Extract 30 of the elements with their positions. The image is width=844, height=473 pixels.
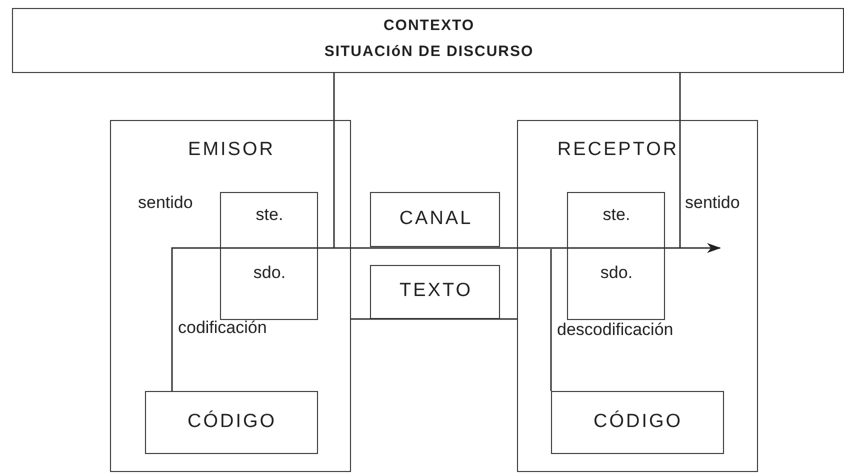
context-heading: CONTEXTO: [382, 17, 476, 34]
sender-box: [110, 120, 351, 472]
code-text: CÓDIGO: [186, 410, 278, 432]
code-text: CÓDIGO: [592, 410, 684, 432]
connector-line: [351, 318, 517, 320]
context-subheading: SITUACIóN DE DISCURSO: [323, 43, 535, 60]
connector-line: [679, 73, 681, 248]
sign-box: [566, 192, 664, 320]
channel-text: CANAL: [398, 208, 474, 230]
signified-text: sdo.: [599, 262, 634, 282]
signifier-text: ste.: [254, 204, 284, 224]
receiver-heading: RECEPTOR: [556, 139, 680, 161]
edge-label: descodificación: [557, 320, 674, 340]
code-box: [144, 390, 318, 454]
channel-box: [370, 192, 500, 247]
sense-label: sentido: [685, 193, 740, 213]
context-box: [12, 8, 844, 73]
arrow: [171, 243, 721, 391]
connector-line: [333, 73, 335, 248]
sign-box: [220, 192, 318, 320]
signified-text: sdo.: [252, 262, 287, 282]
sender-heading: EMISOR: [187, 139, 276, 161]
text-box: [370, 265, 500, 319]
text-heading: TEXTO: [398, 280, 474, 302]
sense-label: sentido: [138, 193, 193, 213]
edge-label: codificación: [178, 318, 267, 338]
connector-line: [550, 249, 552, 391]
receiver-box: [517, 120, 758, 472]
code-box: [550, 390, 724, 454]
signifier-text: ste.: [602, 204, 632, 224]
